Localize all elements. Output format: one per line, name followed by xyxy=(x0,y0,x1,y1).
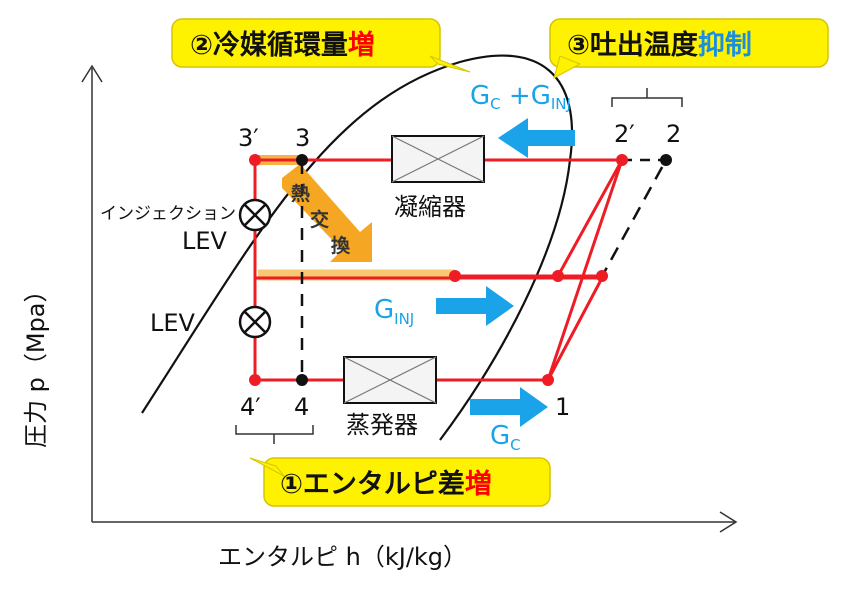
state-points xyxy=(249,154,672,386)
top-right-bracket xyxy=(611,88,683,107)
callout-discharge-temp-emphasis: 抑制 xyxy=(698,30,752,61)
evaporator-box-icon xyxy=(343,356,437,404)
injection-lev-valve-icon xyxy=(238,198,272,232)
flow-arrow-ginj-icon xyxy=(436,286,514,326)
callout-refrigerant-flow-text: ②冷媒循環量 xyxy=(190,29,348,61)
point-mid-right-dot xyxy=(596,270,608,282)
point-1-dot xyxy=(542,374,554,386)
heat-exchange-char-1: 熱 xyxy=(291,182,310,205)
callout-refrigerant-flow-emphasis: 増 xyxy=(348,29,375,61)
bottom-left-bracket xyxy=(235,425,314,444)
callout-enthalpy-diff-emphasis: 増 xyxy=(465,468,492,500)
point-2prime-label: 2′ xyxy=(614,120,635,148)
point-3-dot xyxy=(296,154,308,166)
flow-arrow-gc-icon xyxy=(470,387,548,427)
svg-text:①エンタルピ差増: ①エンタルピ差増 xyxy=(280,468,492,500)
point-2-dot xyxy=(660,154,672,166)
heat-exchange-char-3: 換 xyxy=(331,234,351,257)
point-4prime-dot xyxy=(249,374,261,386)
svg-text:③吐出温度抑制: ③吐出温度抑制 xyxy=(567,29,752,61)
callout-refrigerant-flow: ②冷媒循環量増 xyxy=(171,18,471,73)
compression-dashed xyxy=(598,159,668,281)
flow-gc-label: GC xyxy=(490,421,521,454)
point-mid-left-dot xyxy=(449,270,461,282)
main-lev-label: LEV xyxy=(150,309,196,337)
point-2prime-dot xyxy=(616,154,628,166)
injection-lev-label-line1: インジェクション xyxy=(100,204,236,224)
condenser-label: 凝縮器 xyxy=(394,193,466,221)
flow-arrow-gc-ginj-icon xyxy=(498,118,575,158)
evaporator-label: 蒸発器 xyxy=(346,411,418,439)
point-3prime-label: 3′ xyxy=(238,124,259,152)
svg-text:②冷媒循環量増: ②冷媒循環量増 xyxy=(190,29,375,61)
point-2-label: 2 xyxy=(666,120,681,148)
condenser-box-icon xyxy=(391,135,485,183)
injection-lev-label-line2: LEV xyxy=(182,227,228,255)
callout-enthalpy-diff: ①エンタルピ差増 xyxy=(249,457,551,507)
callout-discharge-temp-text: ③吐出温度 xyxy=(567,29,698,61)
x-axis-title: エンタルピ h（kJ/kg） xyxy=(218,543,467,571)
point-3-label: 3 xyxy=(295,124,310,152)
heat-exchange-arrow xyxy=(282,164,372,262)
callout-enthalpy-diff-text: ①エンタルピ差 xyxy=(280,468,465,500)
point-mid-center-dot xyxy=(552,270,564,282)
point-1-label: 1 xyxy=(555,393,570,421)
x-axis-arrowhead xyxy=(719,511,738,533)
callout-discharge-temp: ③吐出温度抑制 xyxy=(549,18,829,79)
point-4-dot xyxy=(296,374,308,386)
flow-gc-ginj-label: GC +GINJ xyxy=(470,81,571,113)
y-axis-arrowhead xyxy=(81,64,103,83)
point-3prime-dot xyxy=(249,154,261,166)
point-4-label: 4 xyxy=(294,393,309,421)
point-4prime-label: 4′ xyxy=(240,393,261,421)
y-axis-title: 圧力 p（Mpa） xyxy=(22,278,50,448)
flow-ginj-label: GINJ xyxy=(374,295,414,328)
heat-exchange-char-2: 交 xyxy=(310,208,329,231)
main-lev-valve-icon xyxy=(238,305,272,339)
